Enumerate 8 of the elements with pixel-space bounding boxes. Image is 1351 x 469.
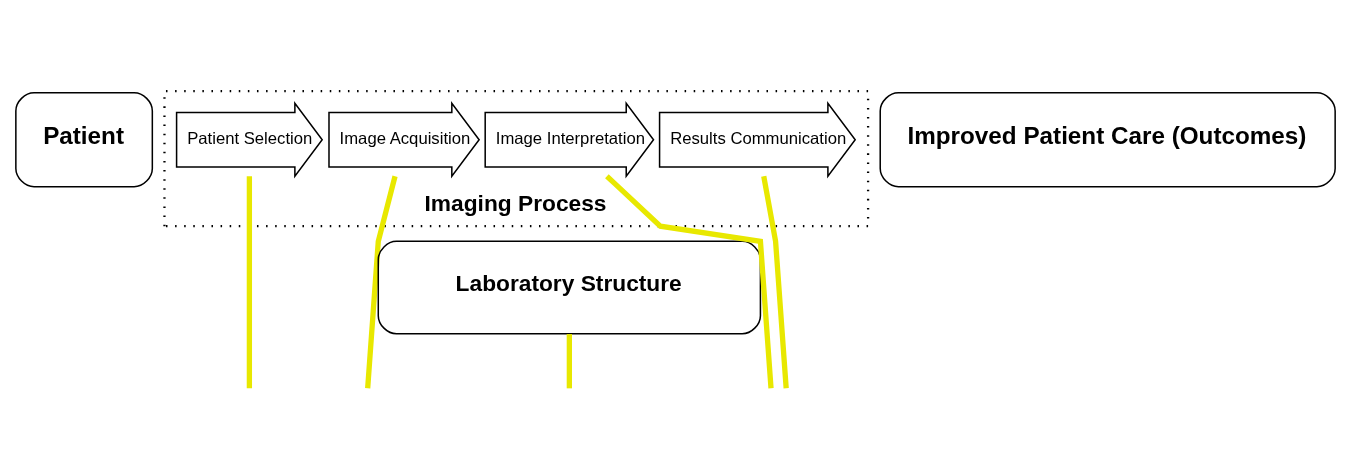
node-box: Patient [15, 91, 154, 188]
connector [246, 176, 253, 389]
node-box: Laboratory Structure [377, 240, 762, 335]
node-box: Improved Patient Care (Outcomes) [879, 91, 1336, 188]
connector [365, 175, 398, 389]
connector [605, 174, 774, 389]
connector [566, 334, 572, 389]
connector [761, 175, 789, 389]
